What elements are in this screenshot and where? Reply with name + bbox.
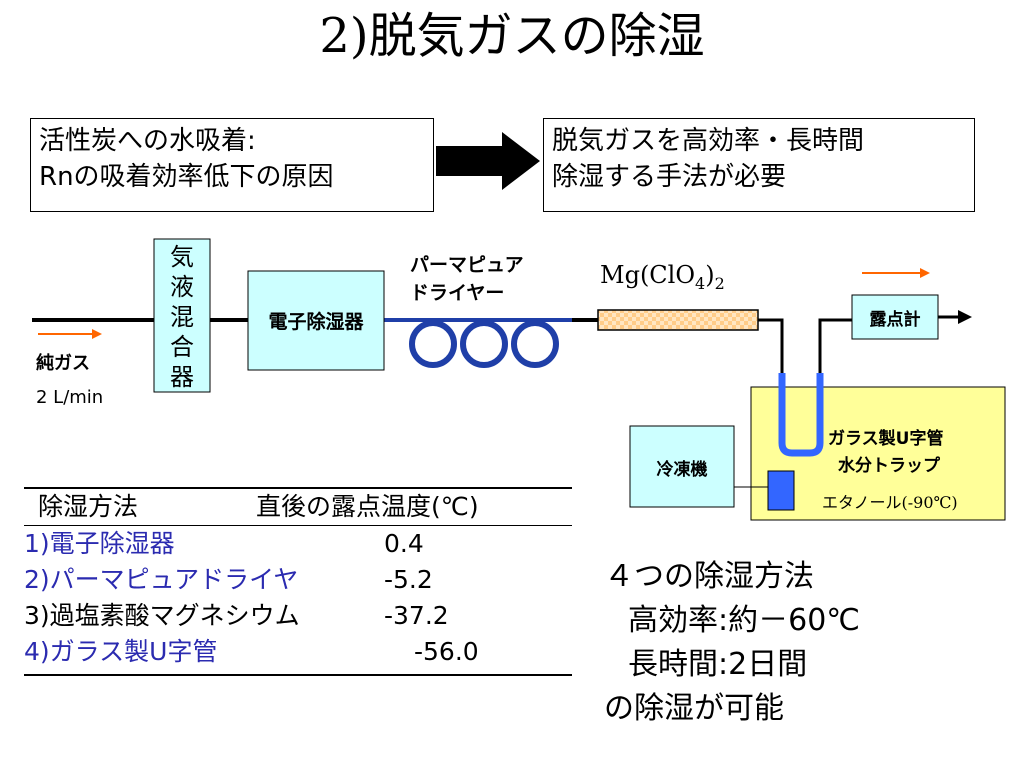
row-dewpoint-value: -56.0 (414, 637, 479, 666)
summary: ４つの除湿方法 高効率:約－60℃ 長時間:2日間 の除湿が可能 (604, 555, 860, 731)
freezer (629, 425, 735, 508)
gas-line-to-trap (758, 318, 784, 373)
right-arrow (436, 132, 540, 190)
cooling-probe (767, 470, 795, 511)
permapure-label-1: パーマピュア (410, 254, 524, 276)
pure-gas-label: 純ガス (36, 352, 90, 374)
electronic-dehumidifier (247, 270, 385, 371)
ethanol-label: エタノール(-90℃) (822, 493, 958, 512)
row-dewpoint-value: -5.2 (384, 565, 433, 594)
mixer-label-char: 混 (170, 303, 194, 331)
inlet-flow-arrowhead (92, 329, 102, 339)
summary-line-2: 高効率:約－60℃ (628, 603, 860, 638)
table-row: 4)ガラス製U字管 -56.0 (24, 634, 572, 670)
row-method: 1)電子除湿器 (24, 529, 175, 558)
mixer-label-char: 液 (170, 273, 194, 301)
outlet-flow-arrowhead (920, 268, 930, 278)
mg-perchlorate-label: Mg(ClO4)2 (600, 261, 725, 293)
solution-line-1: 脱気ガスを高効率・長時間 (552, 126, 865, 156)
u-tube-label-1: ガラス製U字管 (828, 428, 943, 449)
u-tube-label-2: 水分トラップ (838, 455, 941, 476)
outlet-arrowhead (958, 310, 972, 324)
permapure-coil (460, 320, 508, 368)
flow-rate-label: 2 L/min (36, 387, 103, 408)
mg-perchlorate-column (597, 309, 759, 331)
freezer-label: 冷凍機 (657, 459, 708, 480)
dew-point-meter (851, 294, 939, 340)
gas-line-from-trap (818, 318, 852, 373)
problem-line-2: Rnの吸着効率低下の原因 (39, 162, 334, 192)
row-dewpoint-value: -37.2 (384, 601, 449, 630)
permapure-coil (409, 320, 457, 368)
table-header-rule (24, 525, 572, 526)
row-method: 2)パーマピュアドライヤ (24, 565, 299, 594)
table-top-rule (24, 487, 572, 489)
solution-line-2: 除湿する手法が必要 (552, 162, 787, 192)
gas-liquid-mixer (153, 238, 211, 393)
row-dewpoint-value: 0.4 (384, 529, 424, 558)
table-bottom-rule (24, 674, 572, 676)
header-dewpoint: 直後の露点温度(℃) (256, 492, 479, 521)
permapure-label-2: ドライヤー (410, 282, 504, 304)
problem-box: 活性炭への水吸着: Rnの吸着効率低下の原因 (30, 118, 434, 212)
row-method: 4)ガラス製U字管 (24, 637, 218, 666)
summary-line-4: の除湿が可能 (604, 691, 784, 726)
glass-u-tube (778, 373, 824, 457)
dew-point-meter-label: 露点計 (870, 309, 921, 330)
dewpoint-table: 除湿方法 直後の露点温度(℃) 1)電子除湿器 0.4 2)パーマピュアドライヤ -5… (24, 487, 572, 676)
summary-line-1: ４つの除湿方法 (604, 559, 814, 594)
solution-box: 脱気ガスを高効率・長時間 除湿する手法が必要 (543, 118, 975, 212)
table-body: 1)電子除湿器 0.4 2)パーマピュアドライヤ -5.2 3)過塩素酸マグネシウム -3… (24, 526, 572, 670)
summary-line-3: 長時間:2日間 (628, 647, 808, 682)
header-method: 除湿方法 (38, 492, 139, 521)
mixer-label-char: 器 (170, 363, 194, 391)
page-title: 2)脱気ガスの除湿 (319, 8, 705, 64)
table-header: 除湿方法 直後の露点温度(℃) (24, 489, 572, 525)
table-row: 1)電子除湿器 0.4 (24, 526, 572, 562)
row-method: 3)過塩素酸マグネシウム (24, 601, 300, 630)
problem-line-1: 活性炭への水吸着: (39, 126, 256, 156)
permapure-coil (511, 320, 559, 368)
table-row: 3)過塩素酸マグネシウム -37.2 (24, 598, 572, 634)
table-row: 2)パーマピュアドライヤ -5.2 (24, 562, 572, 598)
mixer-label-char: 合 (170, 333, 194, 361)
electronic-dehumidifier-label: 電子除湿器 (268, 310, 364, 333)
mixer-label-char: 気 (170, 243, 194, 271)
